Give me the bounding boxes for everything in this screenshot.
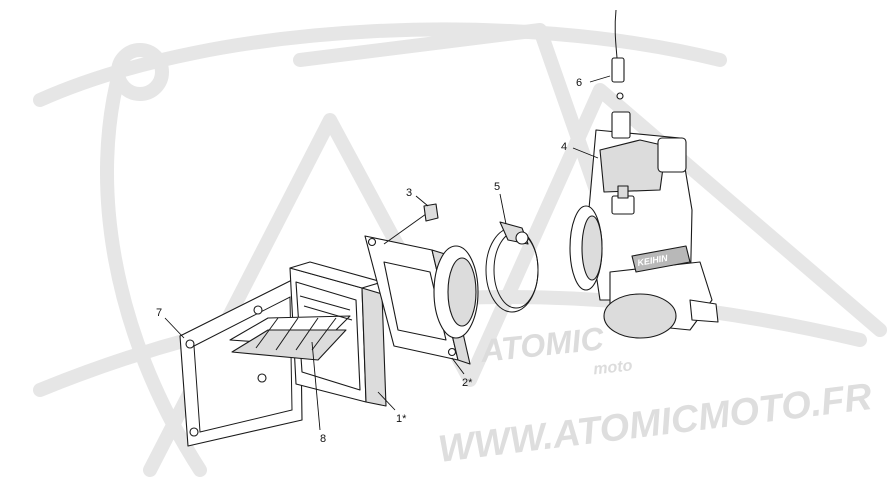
callout-2: 2* — [462, 377, 473, 389]
watermark-logo-graphic — [33, 22, 887, 477]
callout-6: 6 — [576, 77, 582, 89]
callout-8: 8 — [320, 433, 326, 445]
callout-3: 3 — [406, 187, 412, 199]
carburetor-part-4: KEIHIN — [569, 92, 719, 339]
watermark-logo-sub: moto — [593, 357, 634, 378]
cable-part-6 — [611, 9, 625, 83]
intake-manifold-part-2 — [364, 235, 479, 365]
callout-labels: 1* 2* 3 4 5 6 7 8 — [156, 77, 582, 445]
bolt-part-3 — [383, 203, 439, 245]
callout-5: 5 — [494, 181, 500, 193]
hose-clamp-part-5 — [485, 221, 539, 313]
callout-4: 4 — [561, 141, 567, 153]
callout-1: 1* — [396, 413, 407, 425]
reed-block-part-1 — [229, 261, 387, 407]
watermark-url: WWW.ATOMICMOTO.FR — [436, 376, 875, 471]
leader-lines — [164, 75, 611, 431]
reed-petals — [229, 315, 351, 361]
callout-7: 7 — [156, 307, 162, 319]
